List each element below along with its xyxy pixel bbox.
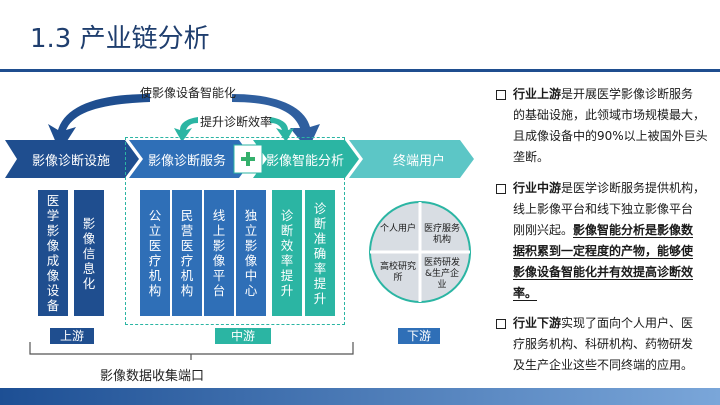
col-efficiency: 诊断效率提升 — [272, 190, 302, 316]
p1-head: 行业上游 — [513, 87, 562, 101]
end-user-circle — [369, 201, 471, 303]
arrow-mid — [174, 117, 198, 142]
stage-label-2: 影像诊断服务 — [148, 154, 227, 169]
footer-bar — [0, 388, 720, 405]
tag-upstream: 上游 — [50, 328, 94, 344]
stage-label-4: 终端用户 — [393, 154, 446, 169]
col-private-hospital: 民营医疗机构 — [172, 190, 202, 316]
tag-midstream: 中游 — [215, 328, 271, 344]
stage-label-1: 影像诊断设施 — [32, 154, 111, 169]
midstream-group-frame — [125, 137, 345, 325]
user-university: 高校研究所 — [380, 262, 417, 283]
col-imaging-it: 影像信息化 — [74, 190, 104, 316]
tag-downstream: 下游 — [398, 328, 440, 344]
stage-chevron-2 — [129, 140, 253, 178]
stage-label-3: 影像智能分析 — [266, 154, 345, 169]
col-online-platform: 线上影像平台 — [204, 190, 234, 316]
col-independent-center: 独立影像中心 — [236, 190, 266, 316]
col-accuracy: 诊断准确率提升 — [305, 190, 335, 316]
top-arrow-label: 使影像设备智能化 — [140, 86, 237, 100]
col-public-hospital: 公立医疗机构 — [140, 190, 170, 316]
stage-chevrons — [5, 140, 474, 178]
stage-chevron-3 — [253, 140, 359, 178]
p3-head: 行业下游 — [513, 316, 562, 330]
bottom-bracket — [29, 342, 354, 360]
col-imaging-devices: 医学影像成像设备 — [38, 190, 68, 316]
p2-head: 行业中游 — [513, 181, 562, 195]
stage-chevron-1 — [5, 140, 139, 178]
title-divider — [0, 69, 720, 72]
user-individual: 个人用户 — [380, 224, 417, 234]
page-title: 1.3 产业链分析 — [30, 24, 210, 54]
bullet-box — [496, 319, 506, 329]
arrow-top-right — [232, 94, 320, 150]
user-medical-service: 医疗服务机构 — [424, 224, 461, 245]
stage-chevron-4 — [349, 140, 474, 178]
bullet-box — [496, 90, 506, 100]
mid-arrow-label: 提升诊断效率 — [200, 115, 273, 129]
user-pharma: 医药研发&生产企业 — [423, 258, 460, 290]
bottom-label: 影像数据收集端口 — [100, 369, 205, 384]
arrow-mid-right — [270, 117, 294, 142]
bullet-box — [496, 184, 506, 194]
